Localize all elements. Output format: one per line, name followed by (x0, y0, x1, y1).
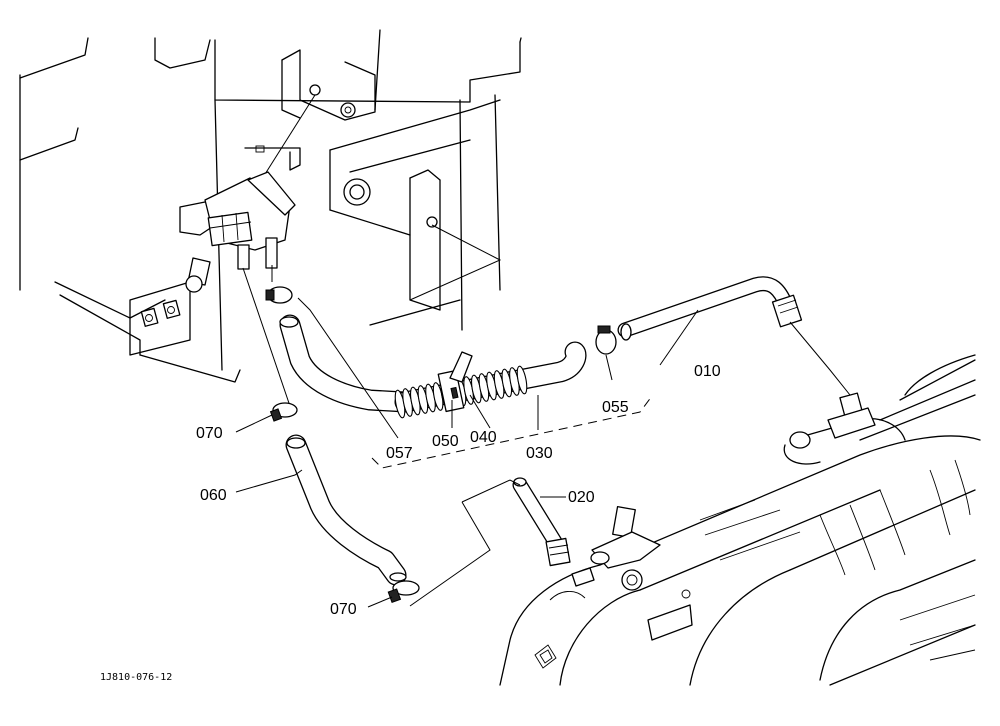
callout-060: 060 (200, 487, 227, 504)
dpf-unit (499, 321, 981, 686)
engine-frame (19, 29, 522, 383)
callout-070-upper: 070 (196, 425, 223, 442)
callout-010: 010 (694, 363, 721, 380)
clamp-050 (437, 351, 473, 413)
pressure-sensor (179, 171, 296, 293)
hose-060 (242, 267, 407, 586)
callout-057: 057 (386, 445, 413, 462)
pipe-010 (617, 276, 803, 341)
callout-070-lower: 070 (330, 601, 357, 618)
callout-030: 030 (526, 445, 553, 462)
pipe-020 (409, 477, 571, 607)
clamp-055 (595, 325, 617, 355)
callout-leaders (235, 297, 699, 608)
callout-055: 055 (602, 399, 629, 416)
assembly-bracket (371, 395, 653, 469)
clamp-070-lower (387, 580, 420, 604)
hose-057 (265, 265, 416, 413)
callout-labels: 010 020 030 040 050 055 057 060 070 070 … (100, 363, 721, 683)
callout-020: 020 (568, 489, 595, 506)
callout-040: 040 (470, 429, 497, 446)
callout-050: 050 (432, 433, 459, 450)
drawing-code: 1J810-076-12 (100, 672, 172, 683)
protector-040 (394, 341, 587, 419)
clamp-070-upper (269, 402, 298, 422)
